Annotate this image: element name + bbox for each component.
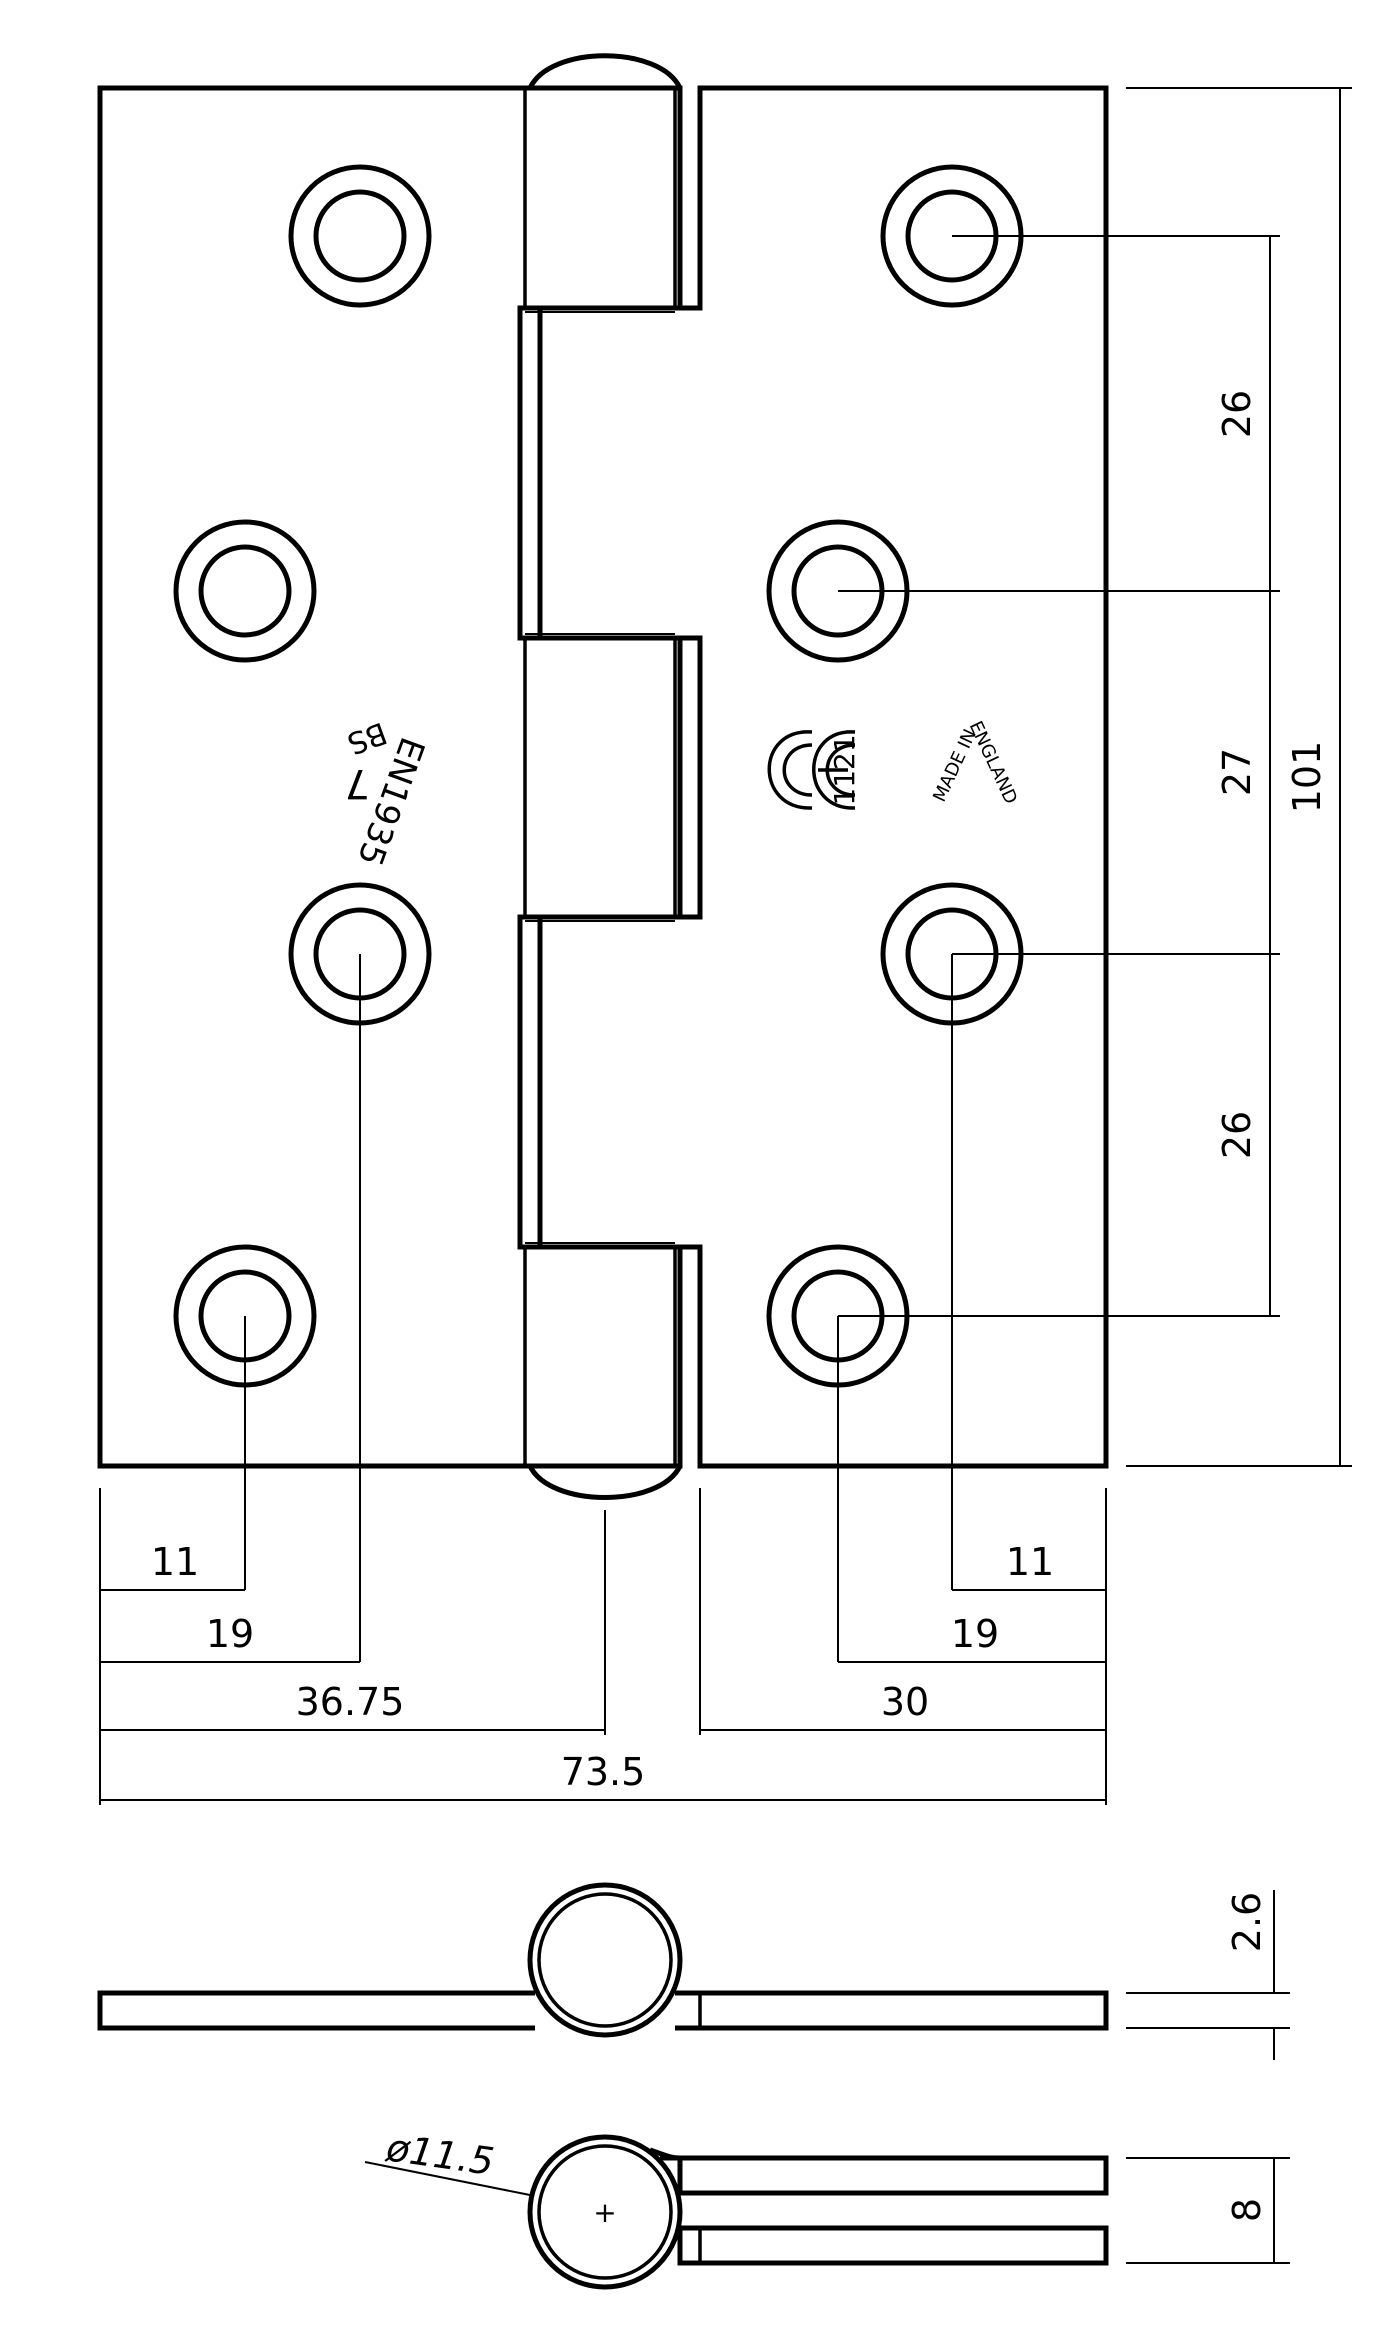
lower-leaf-section [677, 2225, 1109, 2266]
marking-bs: BS [343, 714, 392, 760]
dim-right-edge-to-hole-a: 11 [1006, 1540, 1054, 1584]
upper-leaf-curve [649, 2147, 681, 2161]
dim-left-to-knuckle-center: 36.75 [296, 1680, 405, 1724]
dim-overall-width: 73.5 [561, 1750, 646, 1794]
knuckle-outer [527, 2134, 683, 2290]
dim-closed-thickness: 8 [1225, 2198, 1269, 2222]
knuckle-inner [537, 2144, 673, 2280]
open-view: 2.6 [97, 1882, 1290, 2060]
marking-england: ENGLAND [965, 718, 1022, 807]
dim-hole-spacing-bottom: 26 [1215, 1111, 1259, 1159]
leader-line [364, 2161, 531, 2196]
center-mark: + [593, 2196, 616, 2229]
horizontal-dimensions: 11 19 36.75 73.5 11 19 30 [99, 954, 1107, 1805]
made-in-england-marking: MADE IN ENGLAND [929, 718, 1021, 807]
bottom-knuckle-cap [527, 1464, 683, 1500]
dim-hole-spacing-middle: 27 [1215, 748, 1259, 796]
knuckle-outer [527, 1882, 683, 2038]
closed-view: + ø11.5 8 [364, 2125, 1290, 2290]
knuckle-inner [537, 1892, 673, 2028]
top-knuckle-cap [527, 53, 683, 90]
notified-body-number: 1121 [828, 734, 861, 805]
dim-hole-spacing-top: 26 [1215, 390, 1259, 438]
bs-en-marking: BS EN1935 7 [343, 714, 433, 871]
upper-leaf-section [660, 2155, 1109, 2196]
dim-right-leaf-width: 30 [881, 1680, 929, 1724]
front-view: BS EN1935 7 1121 MADE IN ENGLAND [97, 53, 1109, 1500]
screw-hole [288, 164, 432, 308]
ce-mark: 1121 [767, 730, 861, 810]
dim-left-edge-to-hole-b: 19 [206, 1612, 254, 1656]
screw-hole [173, 519, 317, 663]
marking-grade: 7 [345, 760, 370, 806]
dim-overall-height: 101 [1285, 741, 1329, 814]
dim-right-edge-to-hole-b: 19 [951, 1612, 999, 1656]
dim-knuckle-diameter: ø11.5 [383, 2125, 497, 2184]
right-leaf-outline [537, 85, 1109, 1469]
dim-leaf-thickness: 2.6 [1225, 1892, 1269, 1952]
right-leaf-section [675, 1990, 1109, 2031]
dim-left-edge-to-hole-a: 11 [151, 1540, 199, 1584]
left-leaf-section [97, 1990, 535, 2031]
vertical-dimensions: 26 27 26 101 [838, 87, 1352, 1467]
